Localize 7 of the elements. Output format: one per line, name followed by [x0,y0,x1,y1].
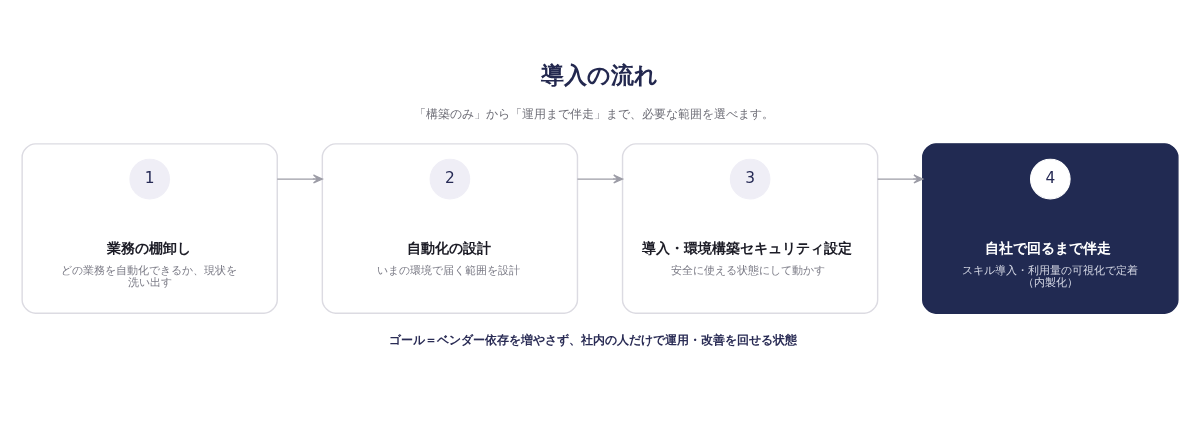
arrow [276,173,323,184]
label: 「構築のみ」から「運用まで伴走」まで、必要な範囲を選べます。 [413,106,774,121]
node-circle: 4 [1029,158,1071,199]
label: ゴール＝ベンダー依存を増やさず、社内の人だけで運用・改善を回せる状態 [388,332,797,347]
arrow [576,173,624,184]
arrow [877,173,924,184]
diagram-title: 導入の流れ [541,61,659,88]
